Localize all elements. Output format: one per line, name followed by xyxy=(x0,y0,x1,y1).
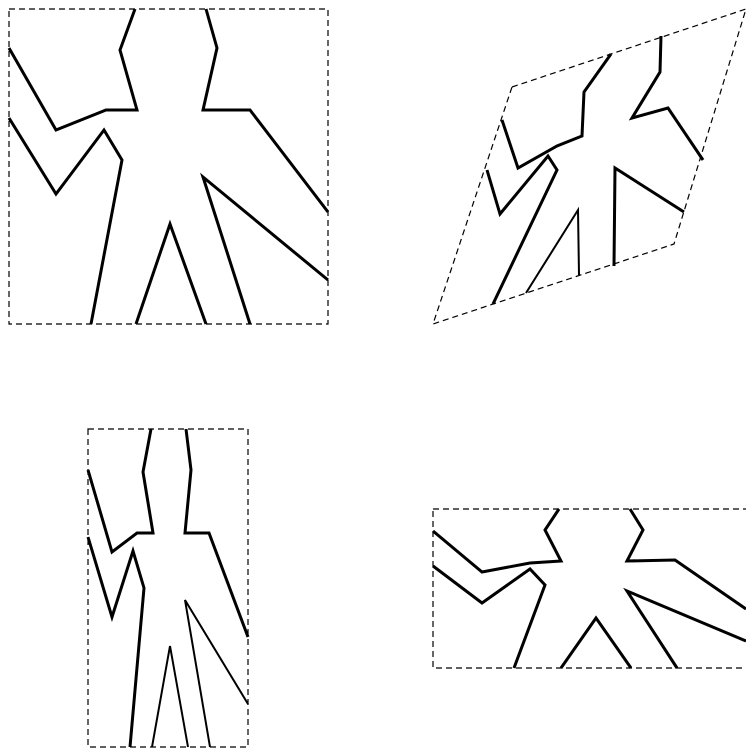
panel-wide-upper-arm-left xyxy=(433,509,561,572)
panel-original-lower-arm-left xyxy=(9,118,122,324)
panel-narrow-right-arm-lower xyxy=(185,600,248,747)
panel-sheared-lower-arm-left xyxy=(487,156,557,304)
panel-sheared-right-arm-lower xyxy=(614,168,684,266)
panel-wide-right-arm-lower xyxy=(627,591,746,668)
panel-narrow-upper-arm-left xyxy=(88,429,153,552)
panel-wide-frame xyxy=(433,509,746,668)
panel-original-frame xyxy=(9,9,328,324)
panel-original xyxy=(9,9,328,324)
panel-wide-inner-leg xyxy=(561,618,631,668)
panel-original-inner-leg xyxy=(136,224,206,324)
panel-original-right-shoulder xyxy=(203,9,328,212)
panel-sheared-frame xyxy=(433,9,746,324)
panel-wide xyxy=(433,509,746,668)
panel-narrow-lower-arm-left xyxy=(88,537,144,747)
panel-sheared-upper-arm-left xyxy=(502,54,611,168)
panel-sheared-right-shoulder xyxy=(632,36,703,160)
panel-narrow xyxy=(88,429,248,747)
panel-narrow-inner-leg xyxy=(152,646,188,747)
panel-wide-right-shoulder xyxy=(627,509,746,609)
panel-sheared xyxy=(433,9,746,324)
panel-sheared-inner-leg xyxy=(526,210,579,293)
panel-wide-lower-arm-left xyxy=(433,566,545,668)
panel-original-upper-arm-left xyxy=(9,9,137,130)
panel-narrow-right-shoulder xyxy=(185,429,248,637)
panel-original-right-arm-lower xyxy=(203,177,328,324)
panel-narrow-frame xyxy=(88,429,248,747)
